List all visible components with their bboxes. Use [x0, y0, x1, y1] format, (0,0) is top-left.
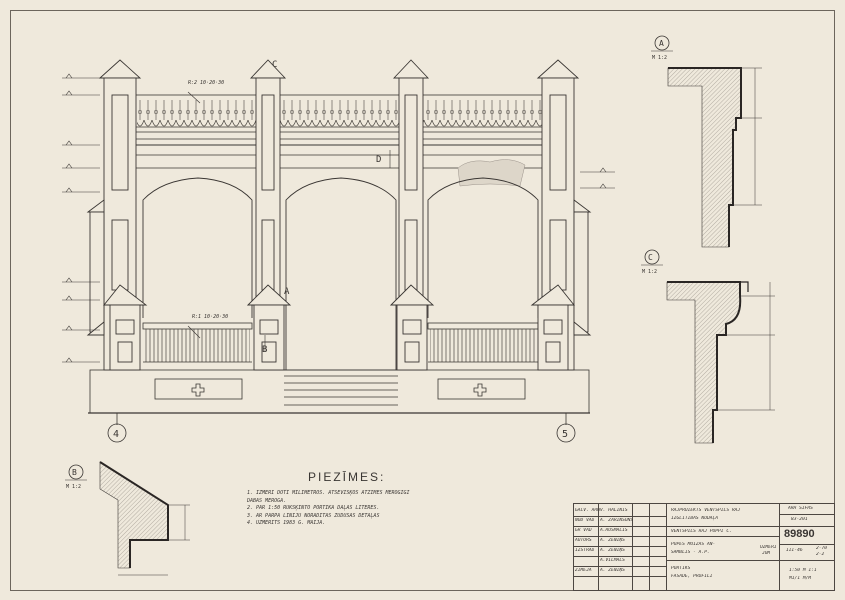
- axis-label-left: 4: [113, 429, 119, 440]
- sheet-total: 2-2: [816, 552, 825, 557]
- cipher-label: ARH ŠIFRS: [788, 506, 813, 511]
- stage-sub: JUM: [762, 551, 771, 556]
- cipher-value: 83-201: [791, 517, 808, 522]
- section-mark-d: D: [376, 155, 381, 165]
- level-marks: [62, 73, 615, 363]
- staff-name: A.VILMALS: [600, 558, 625, 563]
- scale-line2: M1/1 M/M: [789, 576, 812, 581]
- scale-line1: 1:50 M 1:1: [789, 568, 817, 573]
- org-line1: RAJPRUIEKTS VENTSPILS RAJ: [671, 508, 741, 513]
- drawing-line2: FASĀDE, PROFILI: [671, 574, 713, 579]
- section-c-scale: M 1:2: [642, 269, 657, 275]
- section-a-scale: M 1:2: [652, 55, 667, 61]
- arches: [142, 177, 539, 370]
- note-item: 3. AR PĀRPĀ LĪNIJU NORĀDĪTAS ZUDUŠAS DET…: [247, 512, 380, 519]
- notes-list: 1. IZMĒRI DOTI MILIMETROS. ATSEVIŠĶOS AT…: [247, 490, 522, 528]
- section-b-scale: M 1:2: [66, 484, 81, 490]
- section-b-label: B: [72, 468, 77, 477]
- section-c-profile: [641, 249, 775, 444]
- note-item: 2. PAR 1:50 RUKŠĶINTO PORTIKA DAĻAS LITE…: [247, 505, 380, 512]
- section-c-label: C: [648, 253, 653, 262]
- staff-name: A. ZARINSONS: [600, 518, 634, 523]
- note-item: DABAS MĒROGĀ.: [247, 497, 287, 504]
- note-item: 4. UZMĒRĪTS 1983 G. MAIJĀ.: [247, 520, 326, 527]
- staff-role: GALV. ARH: [575, 508, 600, 513]
- sheet-frame: [10, 10, 835, 591]
- axis-label-right: 5: [562, 429, 568, 440]
- axis-markers: [107, 413, 576, 443]
- section-mark-c: C: [272, 60, 277, 70]
- section-b-profile: [65, 461, 190, 576]
- staff-role: ZĪMĒJA: [575, 568, 592, 573]
- cornice-note: R:2 10·20·30: [188, 80, 224, 86]
- drawing-code: 89890: [784, 528, 815, 540]
- object-line2: SAMBLIS - A.P.: [671, 550, 710, 555]
- rail-note: R:1 10·20·30: [192, 314, 228, 320]
- staff-role: NOD VAD: [575, 518, 595, 523]
- section-mark-a: A: [284, 287, 290, 297]
- section-mark-b: B: [262, 345, 267, 355]
- elevation-base: [88, 369, 590, 414]
- section-a-label: A: [659, 39, 664, 48]
- staff-name: A. ZĒNIŅŠ: [600, 568, 625, 573]
- staff-name: V. HALINIS: [600, 508, 628, 513]
- staff-name: A. ZĒNIŅŠ: [600, 538, 625, 543]
- staff-role: IZSTRĀD: [575, 548, 595, 553]
- sheet-label: III-46: [786, 548, 803, 553]
- note-item: 1. IZMĒRI DOTI MILIMETROS. ATSEVIŠĶOS AT…: [247, 490, 410, 496]
- project-name: VENTSPILS RAJ PUPPI C.: [671, 529, 732, 534]
- staff-role: GR VAD: [575, 528, 592, 533]
- entablature: [134, 94, 546, 187]
- pillars: [86, 59, 592, 371]
- balustrades: [142, 322, 539, 363]
- sheet-no: 2-70: [816, 546, 828, 551]
- org-line2: IZGLĪTĪBAS NODAĻA: [671, 516, 719, 521]
- section-a-profile: [651, 35, 762, 248]
- stage: UZMĒRĪ: [760, 545, 777, 550]
- notes-title: PIEZĪMES:: [308, 470, 386, 484]
- leader-lines: [187, 91, 391, 352]
- staff-name: A.RUSMALIS: [600, 528, 628, 533]
- title-block: GALV. ARH V. HALINIS NOD VAD A. ZARINSON…: [573, 503, 835, 591]
- staff-role: AUTORS: [575, 538, 592, 543]
- staff-name: A. ZĒNIŅŠ: [600, 548, 625, 553]
- drawing-line1: PORTIKS: [671, 566, 691, 571]
- object-line1: PUPES MUIŽAS AN-: [671, 542, 716, 547]
